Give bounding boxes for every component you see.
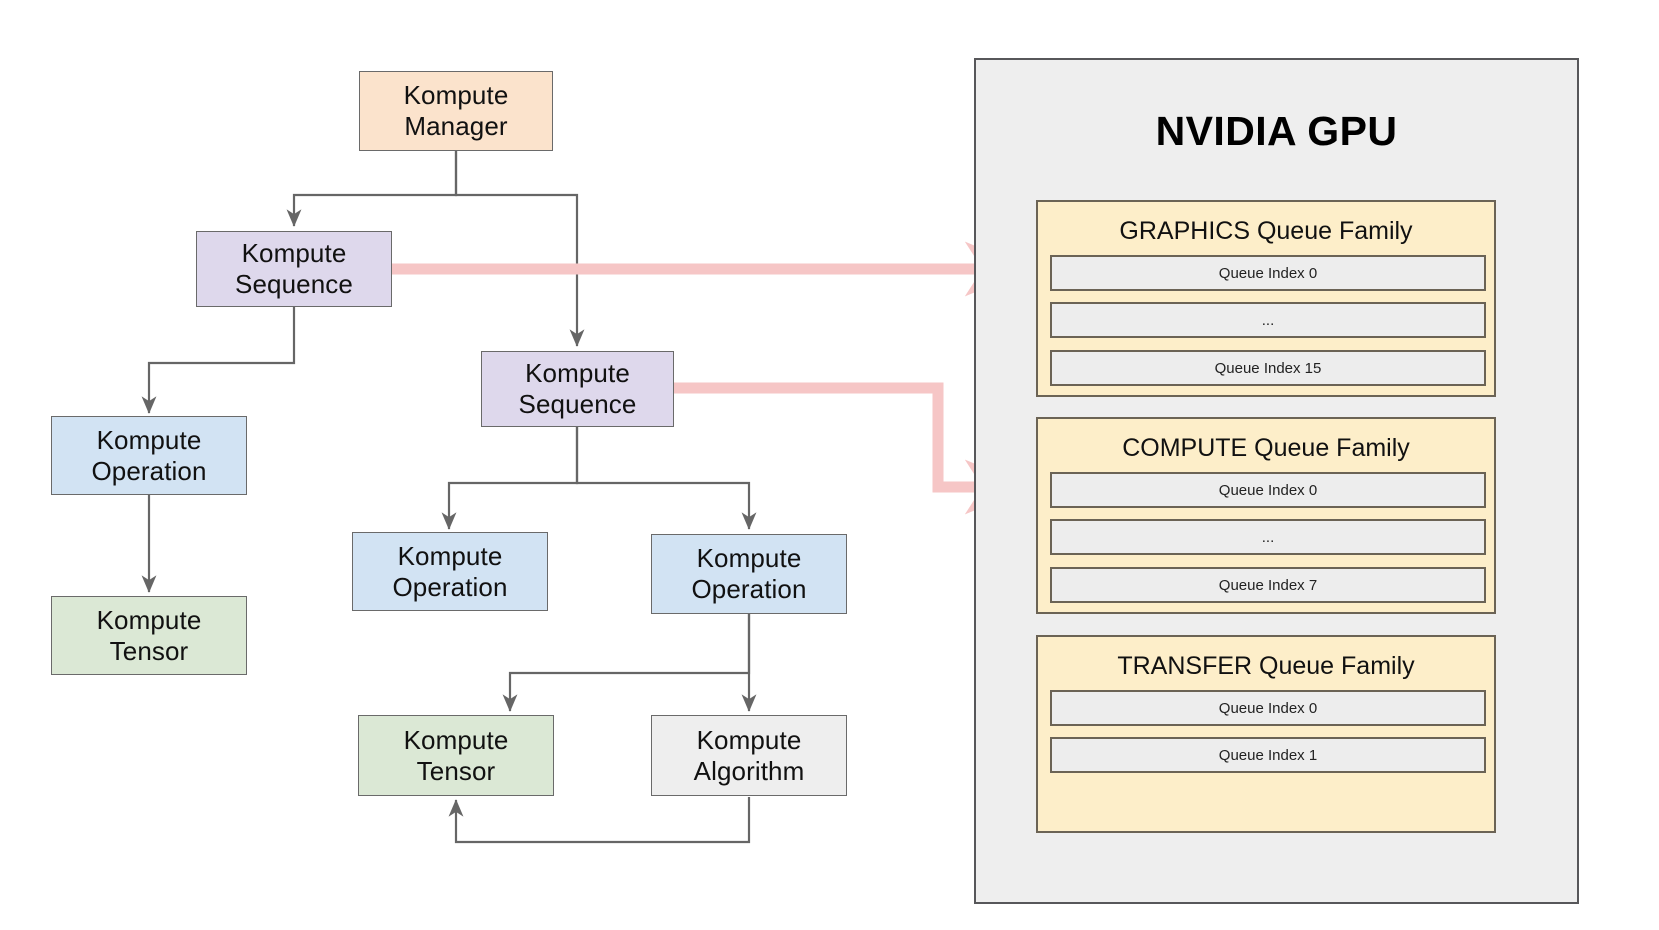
- gpu-title: NVIDIA GPU: [1155, 108, 1398, 154]
- node-kompute-operation-1[interactable]: Kompute Operation: [51, 416, 247, 495]
- queue-row[interactable]: ...: [1050, 302, 1486, 338]
- edge-sequence2-to-operation2: [441, 427, 579, 530]
- queue-row[interactable]: Queue Index 15: [1050, 350, 1486, 386]
- queue-row[interactable]: Queue Index 0: [1050, 472, 1486, 508]
- edge-algorithm-to-tensor2: [448, 797, 751, 844]
- node-label: Kompute Operation: [91, 424, 207, 486]
- gpu-panel: NVIDIA GPU GRAPHICS Queue Family Queue I…: [974, 58, 1579, 904]
- queue-family-graphics: GRAPHICS Queue Family Queue Index 0 ... …: [1036, 200, 1496, 397]
- queue-family-title: TRANSFER Queue Family: [1117, 652, 1415, 680]
- queue-row[interactable]: Queue Index 7: [1050, 567, 1486, 603]
- edge-sequence1-to-operation1: [141, 307, 296, 414]
- node-label: Kompute Tensor: [403, 724, 509, 786]
- node-kompute-sequence-1[interactable]: Kompute Sequence: [196, 231, 392, 307]
- queue-row[interactable]: Queue Index 0: [1050, 255, 1486, 291]
- edge-sequence2-to-compute-queue: [674, 382, 1031, 515]
- edge-manager-to-sequence1: [286, 151, 458, 227]
- queue-row[interactable]: Queue Index 1: [1050, 737, 1486, 773]
- node-kompute-tensor-2[interactable]: Kompute Tensor: [358, 715, 554, 796]
- queue-family-transfer: TRANSFER Queue Family Queue Index 0 Queu…: [1036, 635, 1496, 833]
- node-label: Kompute Tensor: [96, 604, 202, 666]
- node-label: Kompute Manager: [403, 80, 509, 141]
- node-kompute-algorithm[interactable]: Kompute Algorithm: [651, 715, 847, 796]
- node-label: Kompute Operation: [392, 540, 508, 602]
- queue-family-title: COMPUTE Queue Family: [1122, 434, 1410, 462]
- node-kompute-tensor-1[interactable]: Kompute Tensor: [51, 596, 247, 675]
- node-label: Kompute Sequence: [235, 238, 353, 299]
- node-label: Kompute Sequence: [518, 358, 637, 419]
- node-kompute-manager[interactable]: Kompute Manager: [359, 71, 553, 151]
- node-kompute-operation-3[interactable]: Kompute Operation: [651, 534, 847, 614]
- node-kompute-operation-2[interactable]: Kompute Operation: [352, 532, 548, 611]
- queue-row[interactable]: ...: [1050, 519, 1486, 555]
- queue-family-title: GRAPHICS Queue Family: [1119, 217, 1413, 245]
- edge-manager-to-sequence2: [454, 151, 585, 347]
- edge-operation3-to-tensor2: [502, 614, 751, 712]
- node-label: Kompute Algorithm: [693, 724, 805, 786]
- node-label: Kompute Operation: [691, 543, 807, 604]
- queue-family-compute: COMPUTE Queue Family Queue Index 0 ... Q…: [1036, 417, 1496, 614]
- edge-sequence2-to-operation3: [575, 427, 757, 530]
- node-kompute-sequence-2[interactable]: Kompute Sequence: [481, 351, 674, 427]
- queue-row[interactable]: Queue Index 0: [1050, 690, 1486, 726]
